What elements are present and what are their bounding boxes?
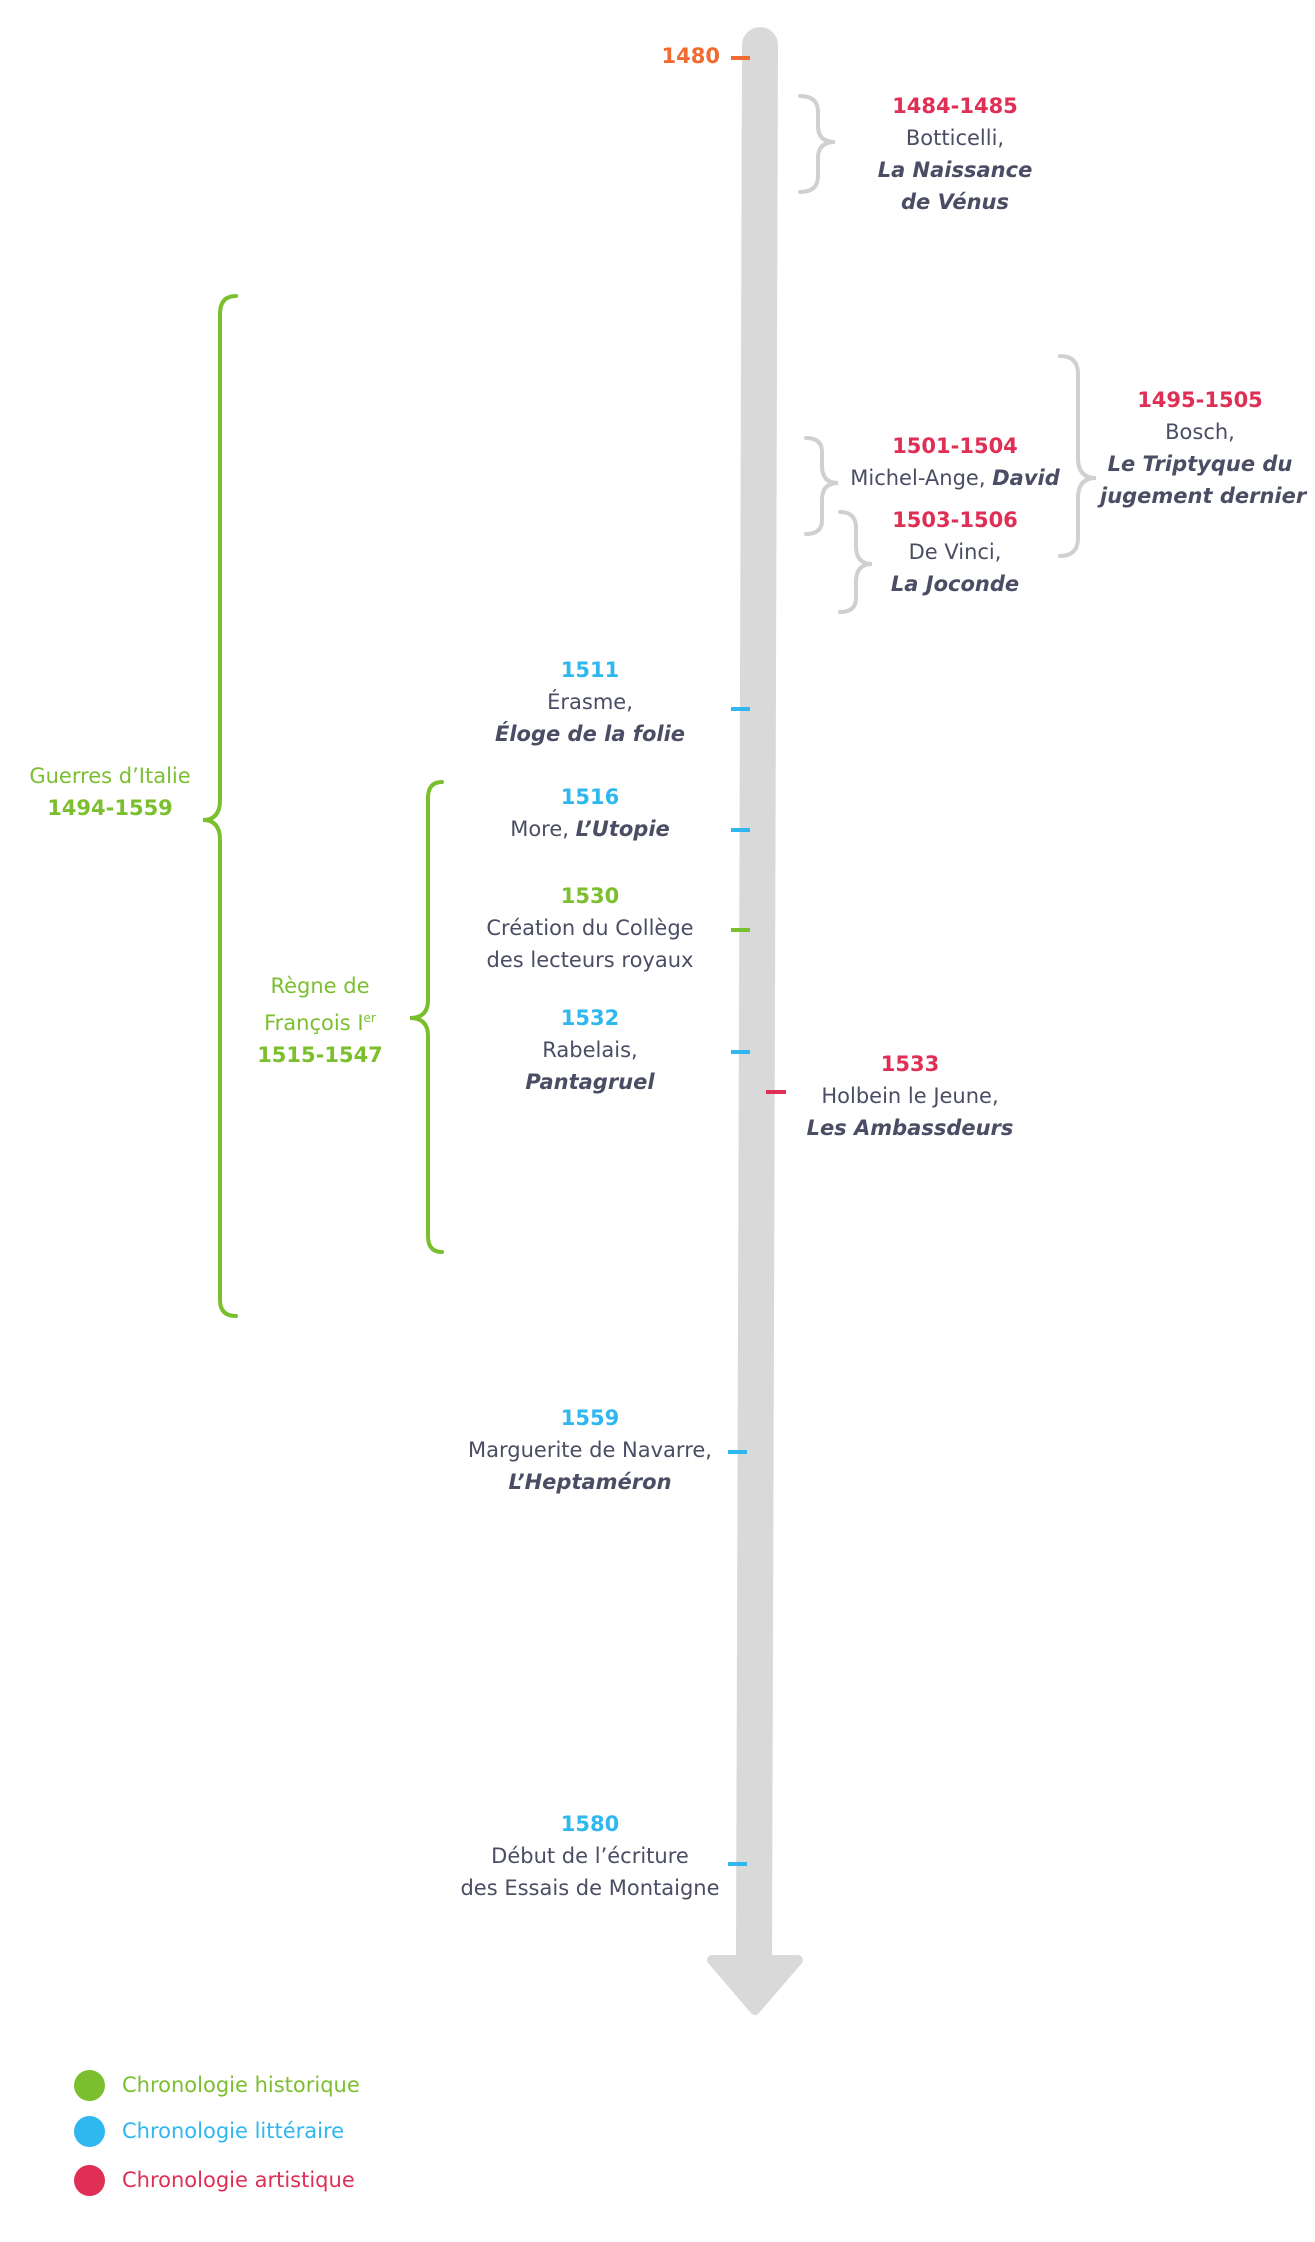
event-navarre-author: Marguerite de Navarre, [468,1438,712,1462]
legend-label-artistic: Chronologie artistique [122,2168,355,2192]
legend-label-historical: Chronologie historique [122,2073,360,2097]
event-montaigne-line-2: des Essais de Montaigne [460,1876,720,1900]
period-guerres-years: 1494-1559 [47,796,173,820]
event-botticelli: 1484-1485 Botticelli, La Naissance de Vé… [855,90,1055,218]
event-college: 1530 Création du Collège des lecteurs ro… [460,880,720,976]
legend-dot-artistic [74,2165,105,2196]
legend-item-literary: Chronologie littéraire [74,2116,474,2148]
event-college-line-1: Création du Collège [486,916,694,940]
period-guerres: Guerres d’Italie 1494-1559 [10,760,210,824]
event-bosch-work-1: Le Triptyque du [1100,448,1300,480]
event-devinci: 1503-1506 De Vinci, La Joconde [855,504,1055,600]
event-bosch: 1495-1505 Bosch, Le Triptyque du jugemen… [1100,384,1307,512]
event-navarre-work: L’Heptaméron [508,1470,672,1494]
event-devinci-artist: De Vinci, [908,540,1002,564]
legend-item-historical: Chronologie historique [74,2070,474,2102]
event-bosch-artist: Bosch, [1165,420,1235,444]
event-michelange-year: 1501-1504 [892,434,1018,458]
bracket-devinci [838,510,873,614]
event-more-line: More, L’Utopie [470,813,710,845]
event-erasme: 1511 Érasme, Éloge de la folie [480,654,700,750]
event-rabelais-work: Pantagruel [525,1070,655,1094]
period-regne: Règne de François Ier 1515-1547 [230,970,410,1071]
event-devinci-work: La Joconde [890,572,1020,596]
bracket-guerres [202,294,238,1318]
event-michelange-work: David [992,466,1060,490]
event-college-line-2: des lecteurs royaux [486,948,694,972]
legend-item-artistic: Chronologie artistique [74,2165,474,2197]
event-holbein-work: Les Ambassdeurs [806,1116,1014,1140]
event-holbein-artist: Holbein le Jeune, [821,1084,999,1108]
bracket-botticelli [798,94,836,194]
event-erasme-author: Érasme, [547,690,633,714]
event-michelange-line: Michel-Ange, David [835,462,1075,494]
legend-dot-historical [74,2070,105,2101]
event-montaigne-year: 1580 [560,1812,620,1836]
event-devinci-year: 1503-1506 [892,508,1018,532]
event-bosch-work-2: jugement dernier [1100,484,1307,508]
event-michelange: 1501-1504 Michel-Ange, David [835,430,1075,494]
event-more: 1516 More, L’Utopie [470,781,710,845]
event-navarre: 1559 Marguerite de Navarre, L’Heptaméron [440,1402,740,1498]
bracket-michelange [804,436,839,536]
event-navarre-year: 1559 [560,1406,620,1430]
event-holbein: 1533 Holbein le Jeune, Les Ambassdeurs [790,1048,1030,1144]
period-regne-years: 1515-1547 [257,1043,383,1067]
event-montaigne: 1580 Début de l’écriture des Essais de M… [430,1808,750,1904]
timeline-axis [736,27,778,1978]
event-holbein-year: 1533 [880,1052,940,1076]
event-more-year: 1516 [560,785,620,809]
event-more-author: More, [510,817,576,841]
event-rabelais-year: 1532 [560,1006,620,1030]
bracket-regne [409,780,444,1254]
legend-dot-literary [74,2116,105,2147]
bracket-bosch [1058,354,1097,558]
event-more-work: L’Utopie [575,817,670,841]
event-botticelli-work-1: La Naissance [877,158,1033,182]
period-regne-name: François I [264,1011,364,1035]
event-bosch-work-1a: Le [1107,452,1143,476]
period-regne-sup: er [363,1011,376,1025]
event-bosch-year: 1495-1505 [1137,388,1263,412]
legend-label-literary: Chronologie littéraire [122,2119,345,2143]
event-rabelais-author: Rabelais, [542,1038,638,1062]
event-erasme-year: 1511 [560,658,620,682]
timeline-arrowhead [707,1955,803,2015]
event-michelange-artist: Michel-Ange, [850,466,993,490]
event-rabelais: 1532 Rabelais, Pantagruel [480,1002,700,1098]
event-botticelli-work-2: de Vénus [901,190,1009,214]
event-botticelli-artist: Botticelli, [905,126,1005,150]
period-guerres-label: Guerres d’Italie [29,764,191,788]
period-regne-label-2: François Ier [230,1002,410,1039]
event-botticelli-year: 1484-1485 [892,94,1018,118]
event-college-year: 1530 [560,884,620,908]
period-regne-label-1: Règne de [270,974,370,998]
event-erasme-work: Éloge de la folie [494,722,686,746]
event-bosch-work-1b: Triptyque du [1142,452,1293,476]
event-montaigne-line-1: Début de l’écriture [491,1844,689,1868]
start-year-label: 1480 [661,44,720,68]
